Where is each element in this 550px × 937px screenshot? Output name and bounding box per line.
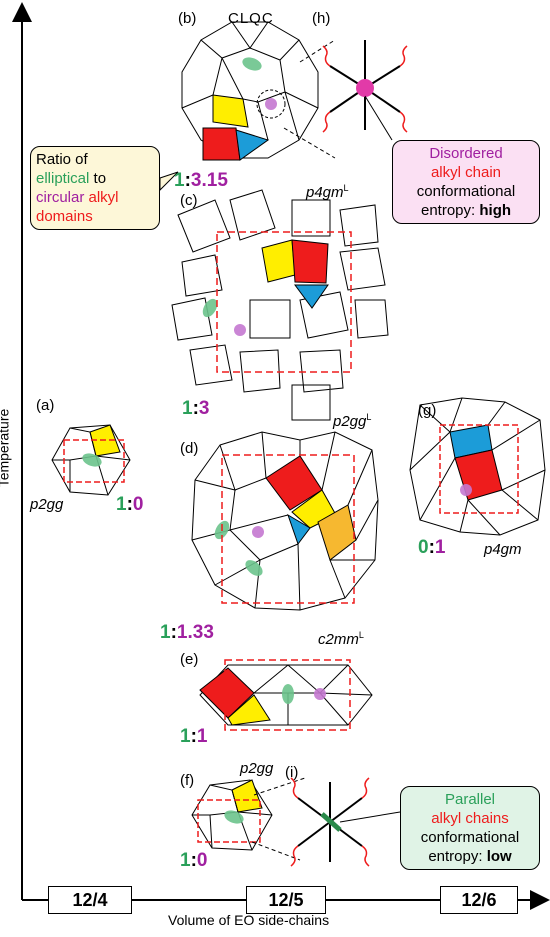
ratio-a: 1:0: [116, 494, 144, 515]
panel-f-tiling: [191, 777, 306, 861]
green-ellipse-a: [82, 453, 102, 467]
callout-i: Parallel alkyl chains conformational ent…: [400, 786, 540, 870]
ratio-c: 1:3: [182, 398, 210, 419]
purple-circle-d: [252, 526, 264, 538]
purple-circle-g: [460, 484, 472, 496]
panel-d-lattice: p2ggL: [333, 412, 372, 430]
panel-c-letter: (c): [180, 192, 198, 209]
panel-c-tiling: [171, 189, 389, 421]
panel-b-tiling: [181, 21, 336, 161]
callout-h: Disordered alkyl chain conformational en…: [392, 140, 540, 224]
panel-a-lattice: p2gg: [30, 496, 64, 513]
ratio-d: 1:1.33: [160, 622, 214, 643]
panel-f-lattice: p2gg: [240, 760, 274, 777]
green-ellipse-e: [282, 684, 294, 704]
x-axis-label: Volume of EO side-chains: [168, 912, 330, 928]
purple-circle-e: [314, 688, 326, 700]
callout-h-pointer: [364, 95, 393, 141]
green-ellipse-f: [224, 810, 244, 824]
callout-i-pointer: [339, 811, 401, 823]
panel-g-lattice: p4gm: [484, 541, 522, 558]
panel-g-tiling: [409, 397, 546, 536]
panel-h-molecule: [322, 40, 408, 133]
panel-d-tiling: [191, 431, 379, 611]
panel-a-letter: (a): [36, 397, 55, 414]
ratio-f: 1:0: [180, 850, 208, 871]
panel-b-lattice: CLQC: [228, 10, 274, 27]
ratio-legend-box: Ratio of elliptical to circular alkyl do…: [30, 146, 160, 230]
x-box-12-4: 12/4: [48, 886, 132, 914]
ratio-b: 1:3.15: [174, 170, 228, 191]
purple-circle-c: [234, 324, 246, 336]
panel-e-tiling: [199, 659, 373, 731]
green-ellipse-c: [202, 298, 218, 318]
panel-e-letter: (e): [180, 651, 199, 668]
legend-box-pointer: [159, 171, 179, 192]
panel-e-lattice: c2mmL: [318, 630, 364, 648]
ratio-e: 1:1: [180, 726, 208, 747]
ratio-g: 0:1: [418, 537, 446, 558]
panel-i-molecule: [290, 777, 370, 867]
green-ellipse-b: [242, 57, 262, 71]
x-box-12-6: 12/6: [440, 886, 518, 914]
panel-g-letter: (g): [418, 402, 437, 419]
panel-h-letter: (h): [312, 10, 331, 27]
panel-d-letter: (d): [180, 440, 199, 457]
panel-i-letter: (i): [285, 764, 299, 781]
y-axis-label: Temperature: [0, 408, 12, 488]
panel-a-tiling: [51, 424, 131, 496]
purple-circle-b: [265, 98, 277, 110]
panel-c-lattice: p4gmL: [306, 183, 349, 201]
panel-b-letter: (b): [178, 10, 197, 27]
x-box-12-5: 12/5: [246, 886, 326, 914]
green-ellipse-d2: [245, 560, 263, 576]
panel-f-letter: (f): [180, 772, 195, 789]
